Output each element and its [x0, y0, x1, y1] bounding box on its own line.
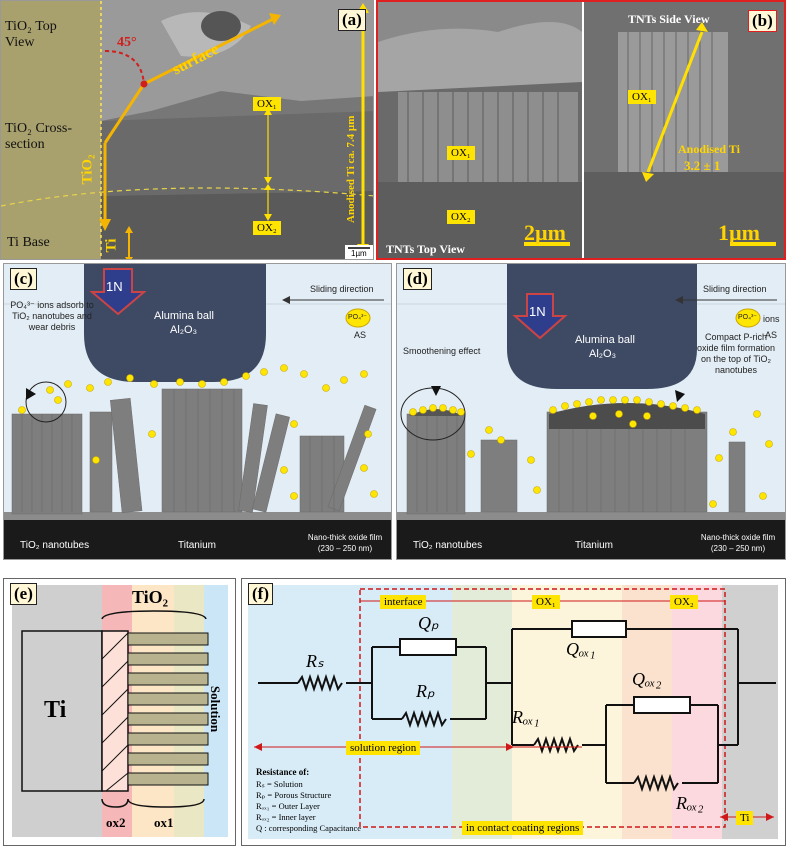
alumina-ball-label-c: Alumina ball [154, 310, 214, 322]
rp-label: Rₚ [416, 681, 435, 701]
panel-d-label: (d) [403, 268, 432, 290]
ox2-label-a: OX₂ [253, 221, 281, 235]
qox2-label: Qₒₓ₂ [632, 669, 662, 689]
compact-film-label: Compact P-rich oxide film formation on t… [696, 332, 776, 375]
legend-item-rox1: Rₒₓ₁ = Outer Layer [256, 801, 320, 811]
rs-label: Rₛ [306, 651, 324, 671]
qox1-label: Qₒₓ₁ [566, 639, 596, 659]
rox2-label: Rₒₓ₂ [676, 793, 704, 813]
angle-label: 45° [117, 35, 137, 50]
panel-b-image [378, 2, 784, 258]
al2o3-label-c: Al₂O₃ [170, 324, 198, 336]
ions-label-d: ions [763, 314, 780, 324]
ox2-region-label: OX₂ [670, 595, 698, 609]
panel-c-image [4, 264, 391, 559]
ox1-label-b-left: OX₁ [447, 146, 475, 160]
alumina-ball-label-d: Alumina ball [575, 334, 635, 346]
legend-title: Resistance of: [256, 767, 310, 777]
panel-e-label: (e) [10, 583, 37, 605]
oxide-film-thickness-d: (230 – 250 nm) [710, 544, 766, 553]
legend-item-q: Q : corresponding Capacitance [256, 823, 362, 833]
solution-region-label: solution region [346, 741, 421, 755]
force-label-c: 1N [106, 279, 123, 294]
smoothening-label: Smoothening effect [403, 346, 481, 356]
titanium-label-d: Titanium [575, 540, 613, 551]
adsorb-label: PO₄³⁻ ions adsorb to TiO₂ nanotubes and … [10, 300, 94, 332]
oxide-film-label-d: Nano-thick oxide film [700, 533, 776, 542]
oxide-film-thickness-c: (230 – 250 nm) [317, 544, 373, 553]
tio2-nanotubes-label-c: TiO₂ nanotubes [20, 540, 90, 551]
as-label-d: AS [765, 330, 778, 340]
ox1-region-label: OX₁ [532, 595, 560, 609]
ox2-label-e: ox2 [106, 815, 126, 830]
panel-f: (f) interface OX₁ OX₂ Rₛ Qₚ Rₚ Qₒₓ₁ Qₒₓ₂… [241, 578, 786, 846]
panel-c: (c) 1N Alumina ball Al₂O₃ Sliding direct… [3, 263, 392, 560]
panel-d: (d) 1N Alumina ball Al₂O₃ Sliding direct… [396, 263, 786, 560]
tnts-side-view-label: TNTs Side View [628, 12, 710, 26]
tio2-label-e: TiO₂ [132, 587, 169, 607]
panel-b: OX₁ OX₂ TNTs Top View 2µm TNTs Side View… [376, 0, 786, 260]
titanium-label-c: Titanium [178, 540, 216, 551]
panel-a: TiO₂ Top View TiO₂ Cross-section Ti Base… [0, 0, 374, 260]
panel-f-image [248, 585, 778, 839]
panel-a-image [1, 1, 373, 259]
ti-arrow-label: Ti [103, 238, 120, 253]
scale-bar-b-left: 2µm [524, 220, 567, 245]
al2o3-label-d: Al₂O₃ [589, 348, 617, 360]
rox1-label: Rₒₓ₁ [512, 707, 540, 727]
contact-coating-label: in contact coating regions [462, 821, 584, 835]
ox1-label-a: OX₁ [253, 97, 281, 111]
anodised-ti-label-b: Anodised Ti [678, 142, 740, 156]
ti-label-e: Ti [44, 697, 67, 723]
panel-e: (e) TiO₂ Ti Solution ox2 ox1 [3, 578, 236, 846]
solution-label-e: Solution [208, 685, 224, 733]
qp-label: Qₚ [418, 613, 439, 633]
force-label-d: 1N [529, 304, 546, 319]
legend-item-rp: Rₚ = Porous Structure [256, 790, 332, 800]
panel-c-label: (c) [10, 268, 37, 290]
po4-bubble-label-d: PO₄³⁻ [738, 314, 757, 321]
sliding-direction-label-d: Sliding direction [703, 284, 767, 294]
panel-d-image [397, 264, 785, 559]
scale-bar-b-right: 1µm [718, 220, 761, 245]
interface-region-label: interface [380, 595, 427, 609]
tnts-top-view-label: TNTs Top View [386, 242, 465, 256]
as-label-c: AS [354, 330, 367, 340]
tio2-cross-section-label: TiO₂ Cross-section [5, 121, 72, 152]
po4-bubble-label-c: PO₄³⁻ [348, 314, 367, 321]
legend-item-rs: Rₛ = Solution [256, 779, 303, 789]
ox2-label-b-left: OX₂ [447, 210, 475, 224]
sliding-direction-label-c: Sliding direction [310, 284, 374, 294]
anodised-ti-label-a: Anodised Ti ca. 7.4 µm [345, 115, 357, 223]
ox1-label-b-right: OX₁ [628, 90, 656, 104]
tio2-nanotubes-label-d: TiO₂ nanotubes [413, 540, 483, 551]
oxide-film-label-c: Nano-thick oxide film [307, 533, 383, 542]
panel-b-label: (b) [748, 10, 777, 32]
panel-a-label: (a) [338, 9, 366, 31]
legend-item-rox2: Rₒₓ₂ = Inner layer [256, 812, 316, 822]
tio2-arrow-label: TiO₂ [79, 154, 96, 185]
tio2-top-view-label: TiO₂ Top View [5, 19, 57, 50]
anodised-ti-value-b: 3.2 ± 1 [684, 158, 721, 173]
ti-base-label: Ti Base [7, 235, 50, 250]
panel-f-label: (f) [248, 583, 273, 605]
scale-bar-a: 1µm [351, 249, 367, 258]
ox1-label-e: ox1 [154, 815, 174, 830]
ti-region-label: Ti [736, 811, 754, 825]
panel-e-image [12, 585, 228, 837]
